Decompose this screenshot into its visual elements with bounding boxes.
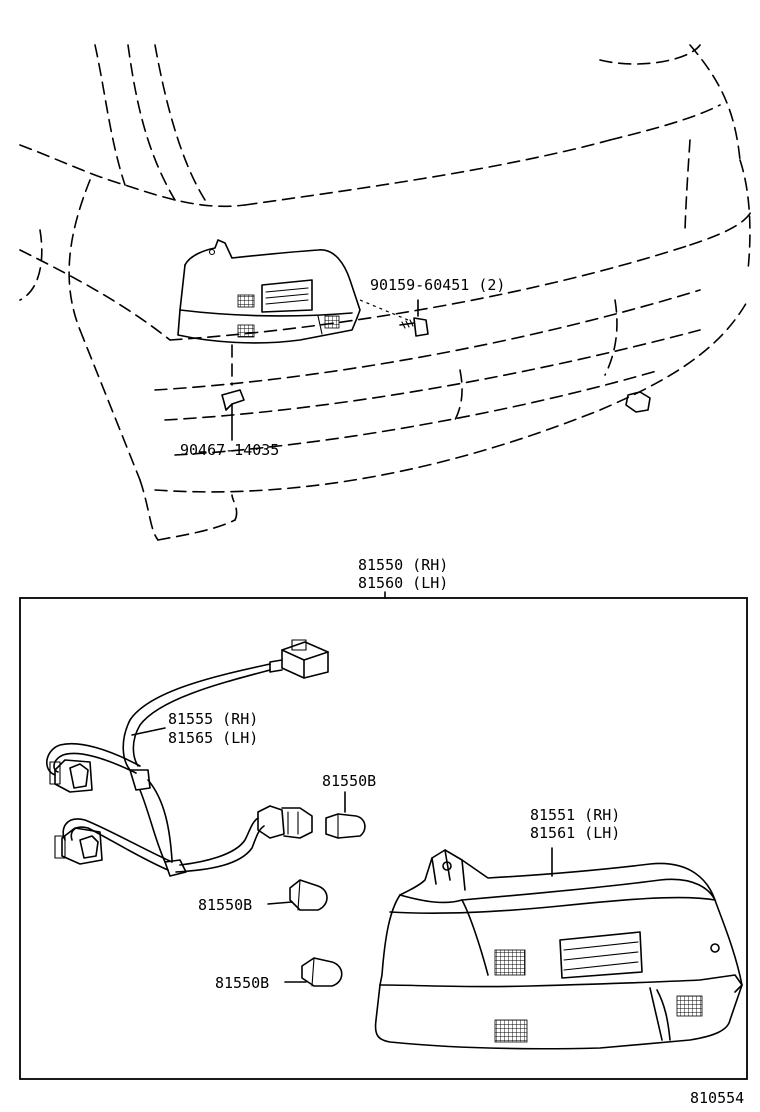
clip-part-number: 90467-14035: [180, 441, 279, 459]
bulb-2: [267, 879, 328, 911]
socket-harness: [46, 639, 329, 877]
bulb-2-number: 81550B: [198, 896, 252, 914]
clip-part: [221, 344, 245, 441]
socket-rh-number: 81555 (RH): [168, 710, 258, 728]
bulb-3-number: 81550B: [215, 974, 269, 992]
lens-rh-number: 81551 (RH): [530, 806, 620, 824]
bulb-3: [284, 957, 343, 987]
figure-number: 810554: [690, 1089, 744, 1107]
screw-part-number: 90159-60451 (2): [370, 276, 505, 294]
assembly-rh-number: 81550 (RH): [358, 556, 448, 574]
vehicle-rear-outline: [19, 44, 753, 541]
assembly-frame: [19, 597, 748, 1080]
assembly-lh-number: 81560 (LH): [358, 574, 448, 592]
taillight-on-vehicle: [177, 239, 361, 344]
bulb-1: [325, 791, 366, 839]
screw-part: [399, 299, 429, 337]
socket-lh-number: 81565 (LH): [168, 729, 258, 747]
bulb-1-number: 81550B: [322, 772, 376, 790]
lens-lh-number: 81561 (LH): [530, 824, 620, 842]
taillight-lens: [374, 847, 743, 1050]
